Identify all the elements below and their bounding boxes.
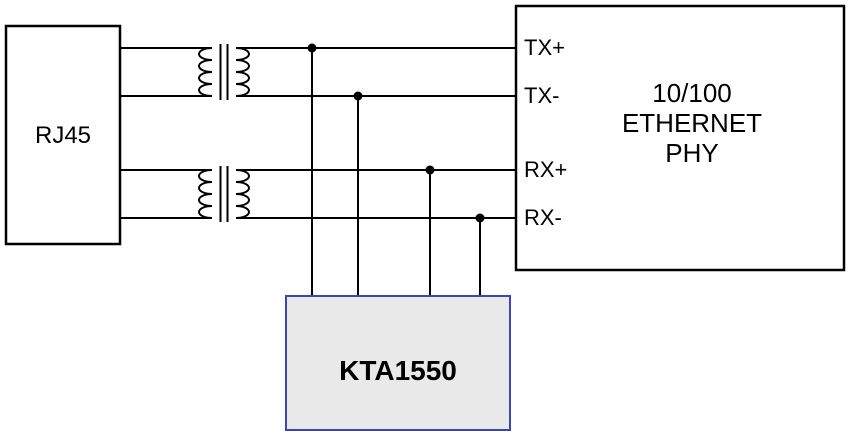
junction-dot-tx-minus bbox=[353, 91, 363, 101]
junction-dot-rx-minus bbox=[475, 213, 485, 223]
kta1550-label: KTA1550 bbox=[339, 355, 457, 386]
tx-transformer bbox=[198, 44, 250, 100]
tx-primary-winding bbox=[198, 47, 213, 97]
kta1550-box bbox=[285, 295, 511, 431]
phy-title-line-3: PHY bbox=[665, 138, 718, 168]
phy-box bbox=[514, 4, 846, 272]
wires bbox=[120, 47, 516, 296]
phy-title-line-2: ETHERNET bbox=[622, 108, 762, 138]
phy-pin-rx-plus: RX+ bbox=[524, 157, 567, 182]
rx-primary-winding bbox=[198, 169, 213, 219]
rj45-box bbox=[4, 24, 122, 246]
phy-pin-rx-minus: RX- bbox=[524, 205, 562, 230]
junction-dot-rx-plus bbox=[425, 165, 435, 175]
junction-dot-tx-plus bbox=[307, 43, 317, 53]
phy-pin-tx-plus: TX+ bbox=[524, 35, 565, 60]
rx-transformer bbox=[198, 166, 250, 222]
rj45-label: RJ45 bbox=[35, 122, 91, 149]
junction-dots bbox=[307, 43, 485, 223]
phy-title-line-1: 10/100 bbox=[652, 78, 732, 108]
tx-secondary-winding bbox=[235, 47, 250, 97]
rx-secondary-winding bbox=[235, 169, 250, 219]
phy-pin-tx-minus: TX- bbox=[524, 83, 559, 108]
